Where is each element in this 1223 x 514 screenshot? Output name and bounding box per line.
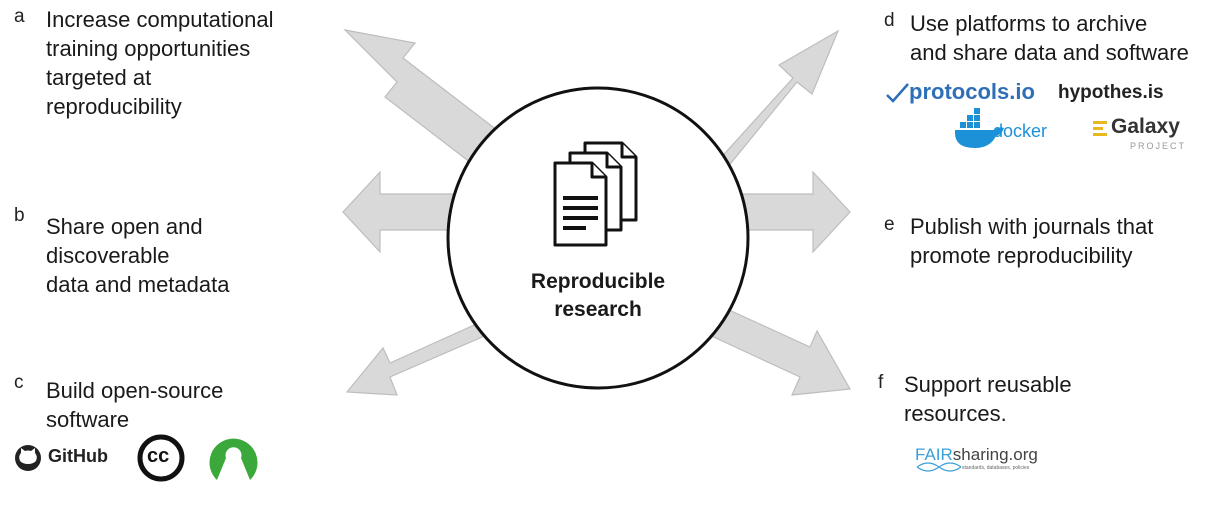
galaxy-logo: Galaxy bbox=[1111, 115, 1180, 138]
item-e-text: Publish with journals that promote repro… bbox=[910, 214, 1154, 268]
documents-icon bbox=[553, 141, 638, 247]
hypothesis-logo: hypothes.is bbox=[1058, 82, 1164, 103]
item-d-letter: d bbox=[884, 10, 895, 31]
protocols-check-icon bbox=[886, 83, 909, 103]
github-octocat-icon bbox=[15, 445, 41, 471]
creative-commons-logo: cc bbox=[147, 445, 170, 467]
open-source-initiative-icon bbox=[209, 438, 258, 480]
center-title-line2: research bbox=[554, 298, 642, 321]
github-logo: GitHub bbox=[48, 446, 108, 466]
fairsharing-logo-subtitle: standards, databases, policies bbox=[962, 465, 1030, 471]
item-c-text: Build open-source software bbox=[46, 378, 224, 432]
galaxy-mark-icon bbox=[1093, 121, 1107, 136]
item-b-text: Share open and discoverable data and met… bbox=[46, 214, 230, 297]
center-title-line1: Reproducible bbox=[530, 270, 666, 293]
fairsharing-logo: FAIRsharing.org bbox=[915, 445, 1038, 465]
item-a-letter: a bbox=[14, 6, 25, 27]
item-c-letter: c bbox=[14, 372, 24, 393]
fairsharing-swoosh-icon bbox=[916, 462, 962, 472]
item-b-letter: b bbox=[14, 205, 25, 226]
item-a-text: Increase computational training opportun… bbox=[46, 7, 274, 119]
docker-logo: docker bbox=[993, 121, 1048, 141]
docker-whale-icon bbox=[955, 108, 1004, 148]
fairsharing-logo-rest: sharing.org bbox=[952, 445, 1038, 464]
item-d-text: Use platforms to archive and share data … bbox=[910, 11, 1189, 65]
creative-commons-icon bbox=[137, 434, 185, 482]
galaxy-logo-subtitle: PROJECT bbox=[1130, 141, 1187, 151]
item-e-letter: e bbox=[884, 214, 895, 235]
item-f-letter: f bbox=[878, 372, 884, 393]
fairsharing-logo-fair: FAIR bbox=[915, 445, 953, 464]
center-title: Reproducible research bbox=[508, 268, 688, 324]
item-f-text: Support reusable resources. bbox=[904, 372, 1072, 426]
protocols-logo: protocols.io bbox=[909, 79, 1035, 104]
